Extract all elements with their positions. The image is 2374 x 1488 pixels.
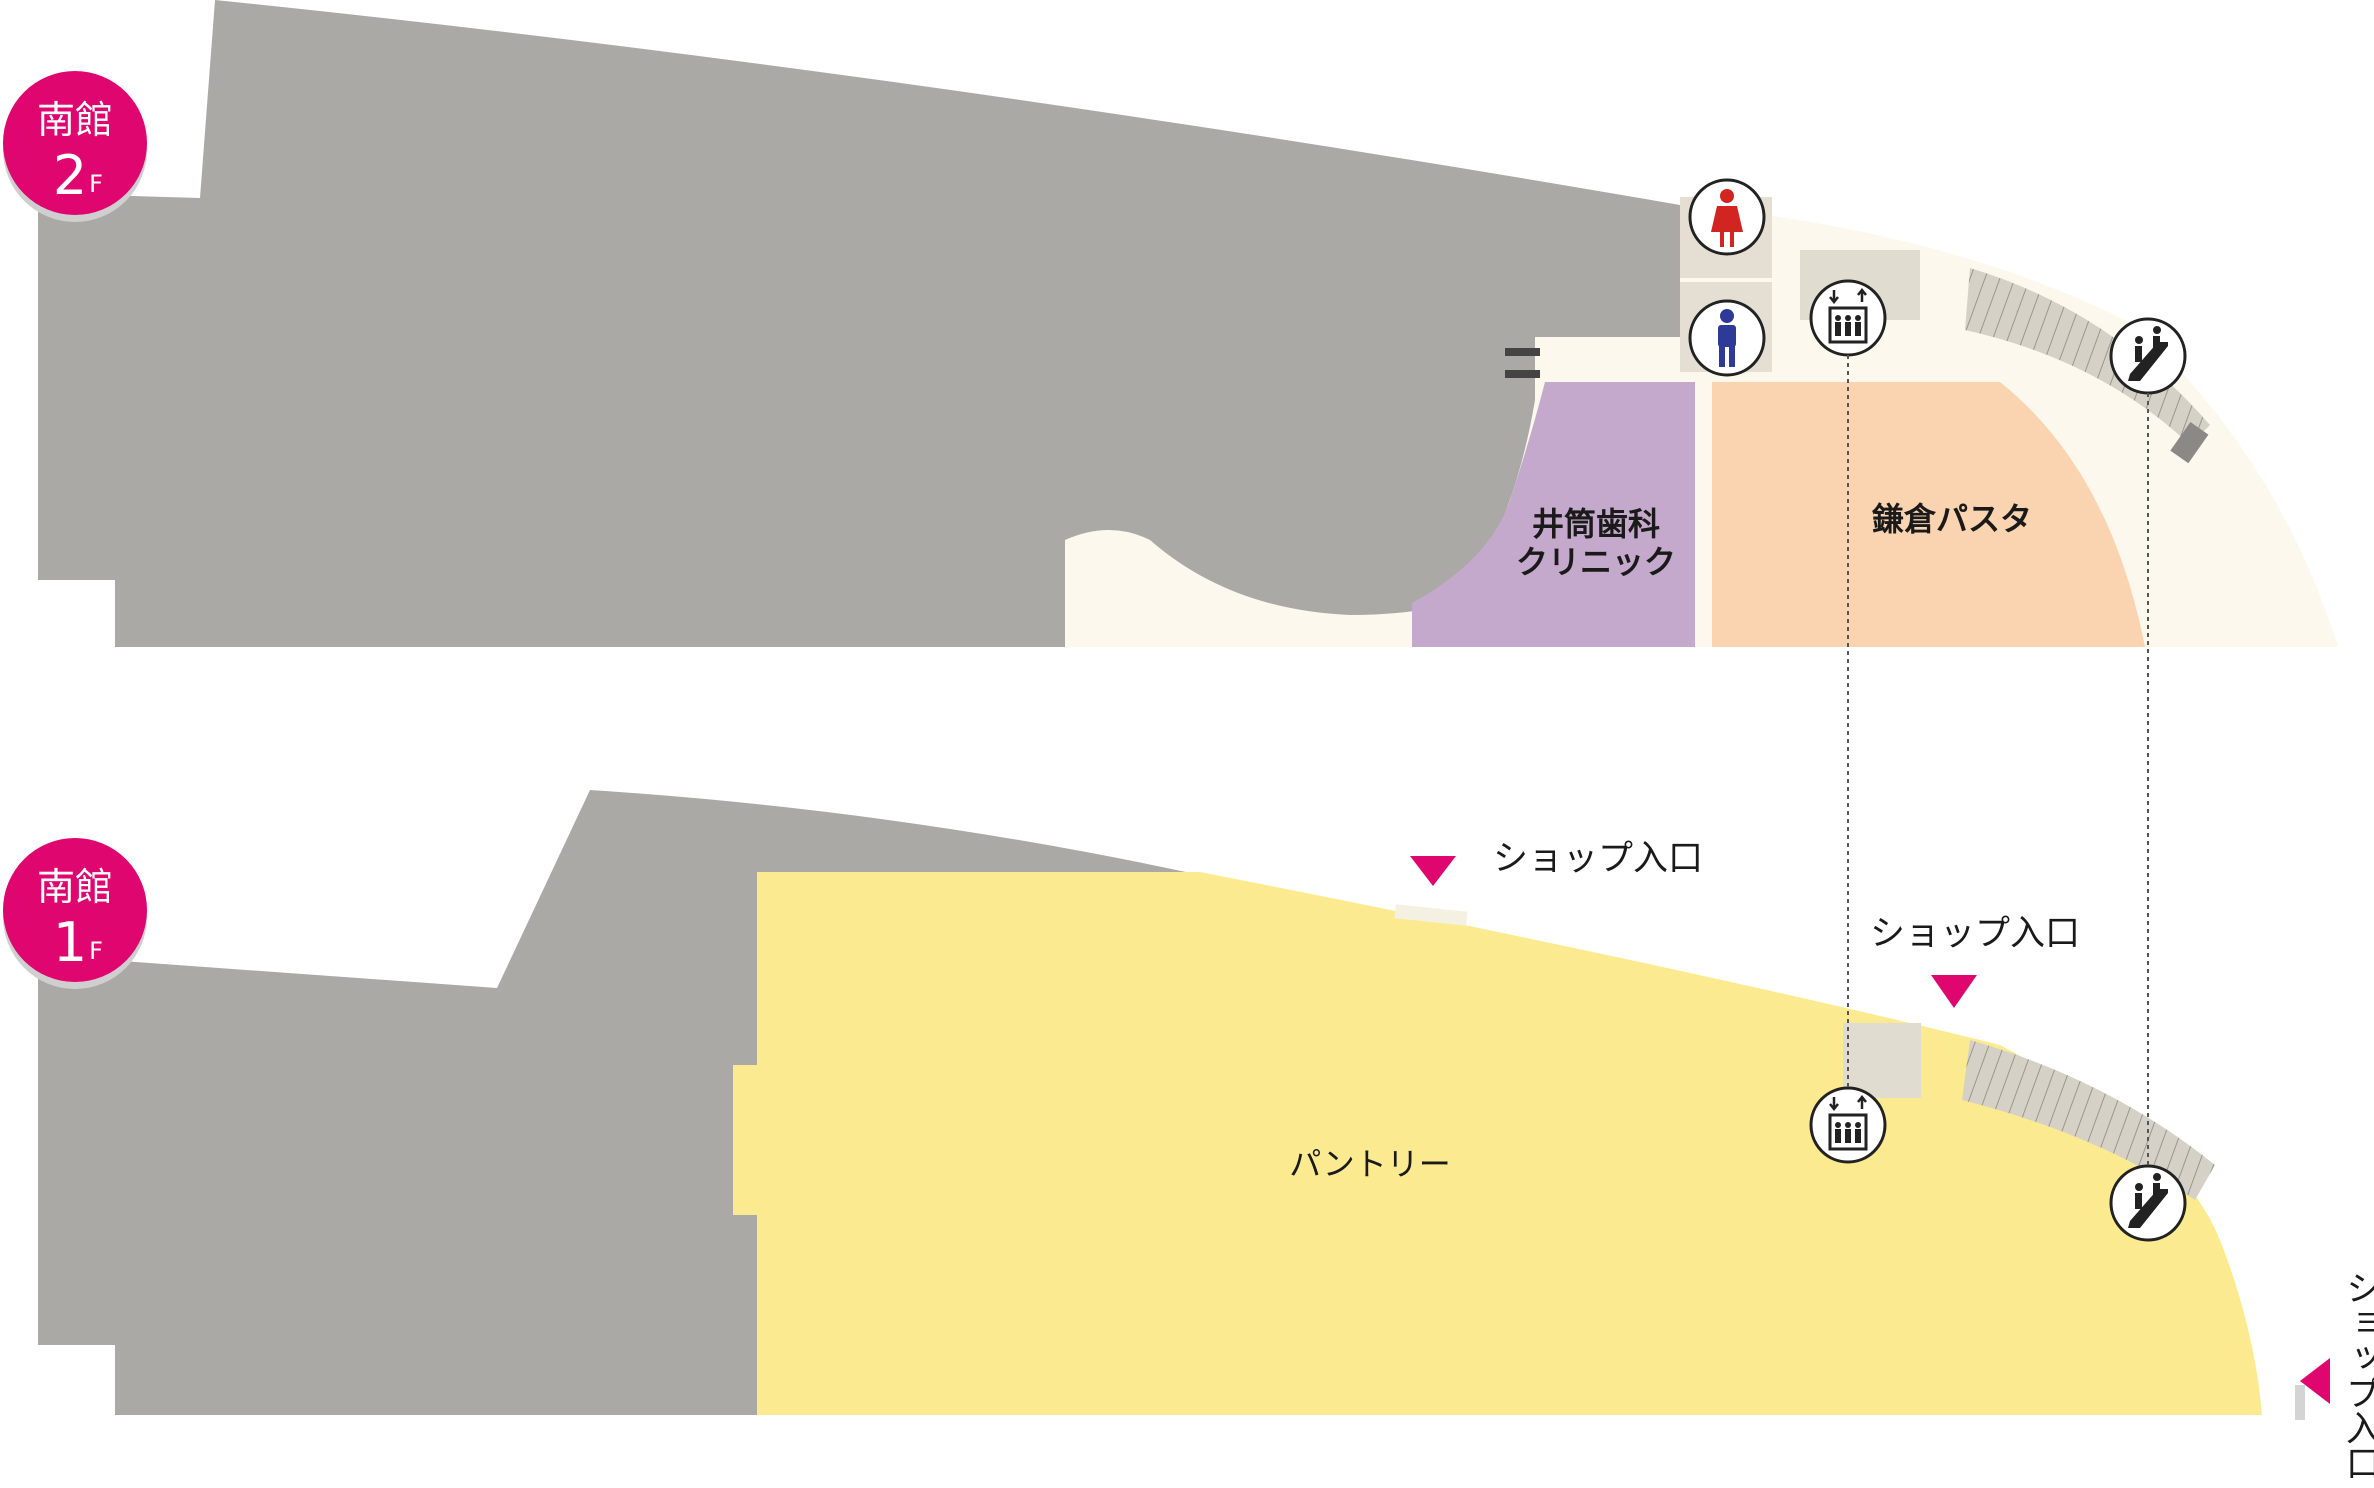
shop-label-clinic-line2[interactable]: クリニック [1516, 543, 1676, 581]
floor-badge-2f: 南館 2 F [3, 71, 147, 222]
entrance-marker-3[interactable] [2300, 1358, 2330, 1404]
elevator-icon-2f[interactable] [1809, 279, 1887, 357]
shop-label-pasta[interactable]: 鎌倉パスタ [1872, 500, 2032, 538]
floor-badge-1f: 南館 1 F [3, 838, 147, 989]
entrance-label-3: ショップ入口 [2340, 1270, 2374, 1480]
floor-1f: パントリー ショップ入口 ショップ入口 [3, 790, 2330, 1420]
escalator-1f [1962, 1040, 2215, 1200]
womens-restroom-icon[interactable] [1688, 178, 1766, 256]
escalator-icon-2f[interactable] [2109, 317, 2187, 395]
escalator-icon-1f[interactable] [2109, 1164, 2187, 1242]
escalator-2f [1965, 268, 2210, 445]
entrance-label-1: ショップ入口 [1493, 839, 1703, 879]
mens-restroom-icon[interactable] [1688, 299, 1766, 377]
elevator-icon-1f[interactable] [1809, 1086, 1887, 1164]
shop-area-pantry [733, 872, 2262, 1415]
floor-badge-2f-building: 南館 [37, 98, 113, 142]
shop-label-pantry[interactable]: パントリー [1289, 1145, 1451, 1183]
floor-badge-1f-number: 1 [53, 911, 87, 974]
floor-2f: 井筒歯科 クリニック 鎌倉パスタ [3, 0, 2338, 647]
floor-badge-1f-building: 南館 [37, 865, 113, 909]
shop-label-clinic-line1[interactable]: 井筒歯科 [1532, 505, 1660, 543]
floor-badge-2f-suffix: F [89, 170, 103, 198]
entrance-marker-1[interactable]: ショップ入口 [1410, 839, 1703, 886]
floor-badge-2f-number: 2 [53, 144, 87, 207]
entrance-marker-2[interactable]: ショップ入口 [1870, 914, 2080, 1008]
entrance-label-2: ショップ入口 [1870, 914, 2080, 954]
elevator-shaft-1f [1843, 1023, 1921, 1098]
inactive-area-1f [38, 790, 1200, 1415]
shop-area-clinic [1412, 382, 1695, 647]
inactive-area-2f [38, 0, 1680, 647]
floor-badge-1f-suffix: F [89, 937, 103, 965]
shop-area-pasta [1712, 382, 2145, 647]
